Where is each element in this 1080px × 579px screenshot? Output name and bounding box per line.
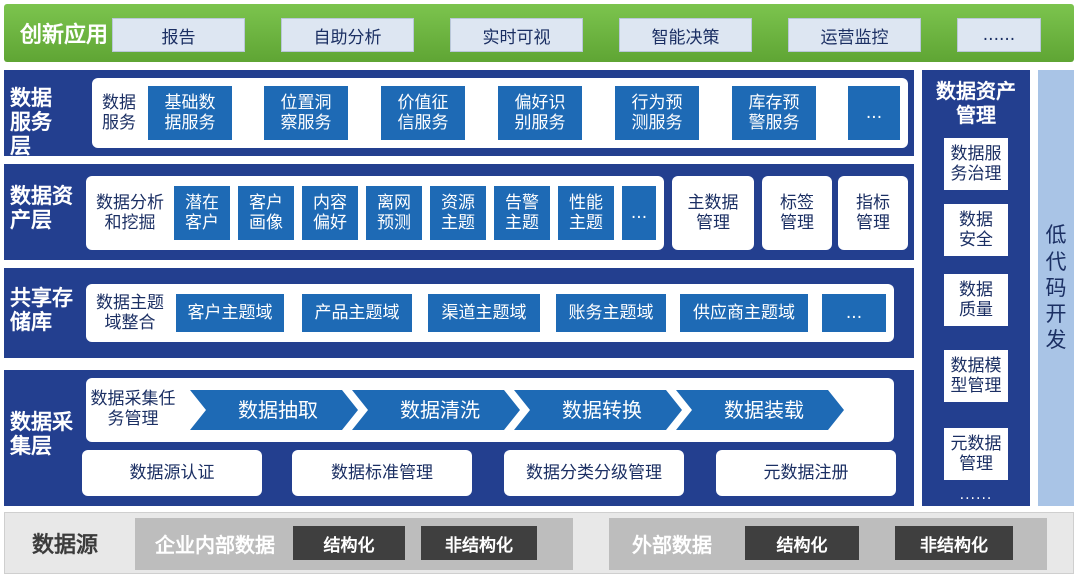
external-data-group: 外部数据 结构化 非结构化	[609, 518, 1047, 570]
asset-performance-topic[interactable]: 性能主题	[558, 186, 614, 240]
asset-layer: 数据资产层 数据分析和挖掘 潜在客户 客户画像 内容偏好 离网预测 资源主题 告…	[4, 164, 914, 260]
step-transform: 数据转换	[562, 398, 642, 422]
data-source-title: 数据源	[31, 533, 98, 558]
collect-panel: 数据采集任务管理 数据抽取 数据清洗 数据转换 数据装载	[86, 378, 894, 442]
service-basic[interactable]: 基础数据服务	[148, 86, 232, 140]
app-report[interactable]: 报告	[112, 18, 245, 52]
step-load: 数据装载	[724, 398, 804, 422]
domain-more[interactable]: ...	[822, 294, 886, 332]
asset-potential-customer[interactable]: 潜在客户	[174, 186, 230, 240]
asset-more: ......	[959, 487, 993, 503]
step-extract: 数据抽取	[238, 398, 318, 422]
asset-content-preference[interactable]: 内容偏好	[302, 186, 358, 240]
service-panel-label: 数据服务	[102, 92, 136, 133]
external-structured[interactable]: 结构化	[745, 526, 859, 560]
step-clean: 数据清洗	[400, 398, 480, 422]
service-panel: 数据服务 基础数据服务 位置洞察服务 价值征信服务 偏好识别服务 行为预测服务 …	[92, 78, 908, 148]
app-more[interactable]: ......	[957, 18, 1041, 52]
asset-metadata-mgmt[interactable]: 元数据管理	[944, 428, 1008, 480]
app-realtime-visual[interactable]: 实时可视	[450, 18, 583, 52]
internal-data-label: 企业内部数据	[155, 532, 275, 557]
internal-unstructured[interactable]: 非结构化	[421, 526, 537, 560]
asset-mgmt-column: 数据资产管理 数据服务治理 数据安全 数据质量 数据模型管理 元数据管理 ...…	[922, 70, 1030, 506]
metadata-register[interactable]: 元数据注册	[716, 450, 896, 496]
asset-model-mgmt[interactable]: 数据模型管理	[944, 350, 1008, 402]
innovation-app-bar: 创新应用 报告 自助分析 实时可视 智能决策 运营监控 ......	[4, 4, 1074, 62]
asset-churn-prediction[interactable]: 离网预测	[366, 186, 422, 240]
storage-panel: 数据主题域整合 客户主题域 产品主题域 渠道主题域 账务主题域 供应商主题域 .…	[86, 284, 894, 342]
data-source-bar: 数据源 企业内部数据 结构化 非结构化 外部数据 结构化 非结构化	[4, 512, 1074, 574]
service-inventory[interactable]: 库存预警服务	[732, 86, 816, 140]
collect-layer: 数据采集层 数据采集任务管理 数据抽取 数据清洗 数据转换 数据装载 数据源认证…	[4, 370, 914, 506]
asset-layer-title: 数据资产层	[10, 184, 73, 233]
arrow-extract[interactable]	[190, 390, 358, 430]
master-data-mgmt[interactable]: 主数据管理	[672, 176, 754, 250]
standard-mgmt[interactable]: 数据标准管理	[292, 450, 472, 496]
asset-more[interactable]: ...	[622, 186, 656, 240]
asset-service-governance[interactable]: 数据服务治理	[944, 138, 1008, 190]
asset-panel-label: 数据分析和挖掘	[96, 192, 164, 233]
asset-security[interactable]: 数据安全	[944, 204, 1008, 256]
tag-mgmt[interactable]: 标签管理	[762, 176, 832, 250]
external-unstructured[interactable]: 非结构化	[895, 526, 1013, 560]
pipeline-arrows: 数据抽取 数据清洗 数据转换 数据装载	[190, 390, 844, 430]
asset-alarm-topic[interactable]: 告警主题	[494, 186, 550, 240]
metric-mgmt[interactable]: 指标管理	[838, 176, 908, 250]
asset-quality[interactable]: 数据质量	[944, 274, 1008, 326]
collect-panel-label: 数据采集任务管理	[90, 388, 176, 429]
service-layer: 数据服务层 数据服务 基础数据服务 位置洞察服务 价值征信服务 偏好识别服务 行…	[4, 70, 914, 159]
app-smart-decision[interactable]: 智能决策	[619, 18, 752, 52]
arrow-clean[interactable]	[352, 390, 520, 430]
source-auth[interactable]: 数据源认证	[82, 450, 262, 496]
asset-customer-profile[interactable]: 客户画像	[238, 186, 294, 240]
asset-resource-topic[interactable]: 资源主题	[430, 186, 486, 240]
service-more[interactable]: ...	[848, 86, 900, 140]
app-self-analysis[interactable]: 自助分析	[281, 18, 414, 52]
service-layer-title: 数据服务层	[10, 86, 52, 159]
arrow-transform[interactable]	[514, 390, 682, 430]
lowcode-label: 低代码开发	[1045, 223, 1067, 353]
storage-layer-title: 共享存储库	[10, 286, 73, 335]
storage-panel-label: 数据主题域整合	[96, 292, 164, 333]
collect-layer-title: 数据采集层	[10, 410, 73, 459]
service-preference[interactable]: 偏好识别服务	[498, 86, 582, 140]
external-data-label: 外部数据	[632, 532, 712, 557]
storage-layer: 共享存储库 数据主题域整合 客户主题域 产品主题域 渠道主题域 账务主题域 供应…	[4, 268, 914, 358]
domain-channel[interactable]: 渠道主题域	[428, 294, 540, 332]
domain-customer[interactable]: 客户主题域	[176, 294, 284, 332]
domain-billing[interactable]: 账务主题域	[556, 294, 666, 332]
service-location[interactable]: 位置洞察服务	[264, 86, 348, 140]
domain-supplier[interactable]: 供应商主题域	[680, 294, 808, 332]
domain-product[interactable]: 产品主题域	[302, 294, 412, 332]
asset-panel: 数据分析和挖掘 潜在客户 客户画像 内容偏好 离网预测 资源主题 告警主题 性能…	[86, 176, 664, 250]
lowcode-column: 低代码开发	[1038, 70, 1074, 506]
classification-mgmt[interactable]: 数据分类分级管理	[504, 450, 684, 496]
arrow-load[interactable]	[676, 390, 844, 430]
internal-data-group: 企业内部数据 结构化 非结构化	[135, 518, 573, 570]
service-credit[interactable]: 价值征信服务	[381, 86, 465, 140]
service-behavior[interactable]: 行为预测服务	[615, 86, 699, 140]
internal-structured[interactable]: 结构化	[293, 526, 405, 560]
innovation-app-title: 创新应用	[19, 23, 108, 48]
asset-mgmt-title: 数据资产管理	[936, 79, 1016, 127]
app-ops-monitor[interactable]: 运营监控	[788, 18, 921, 52]
